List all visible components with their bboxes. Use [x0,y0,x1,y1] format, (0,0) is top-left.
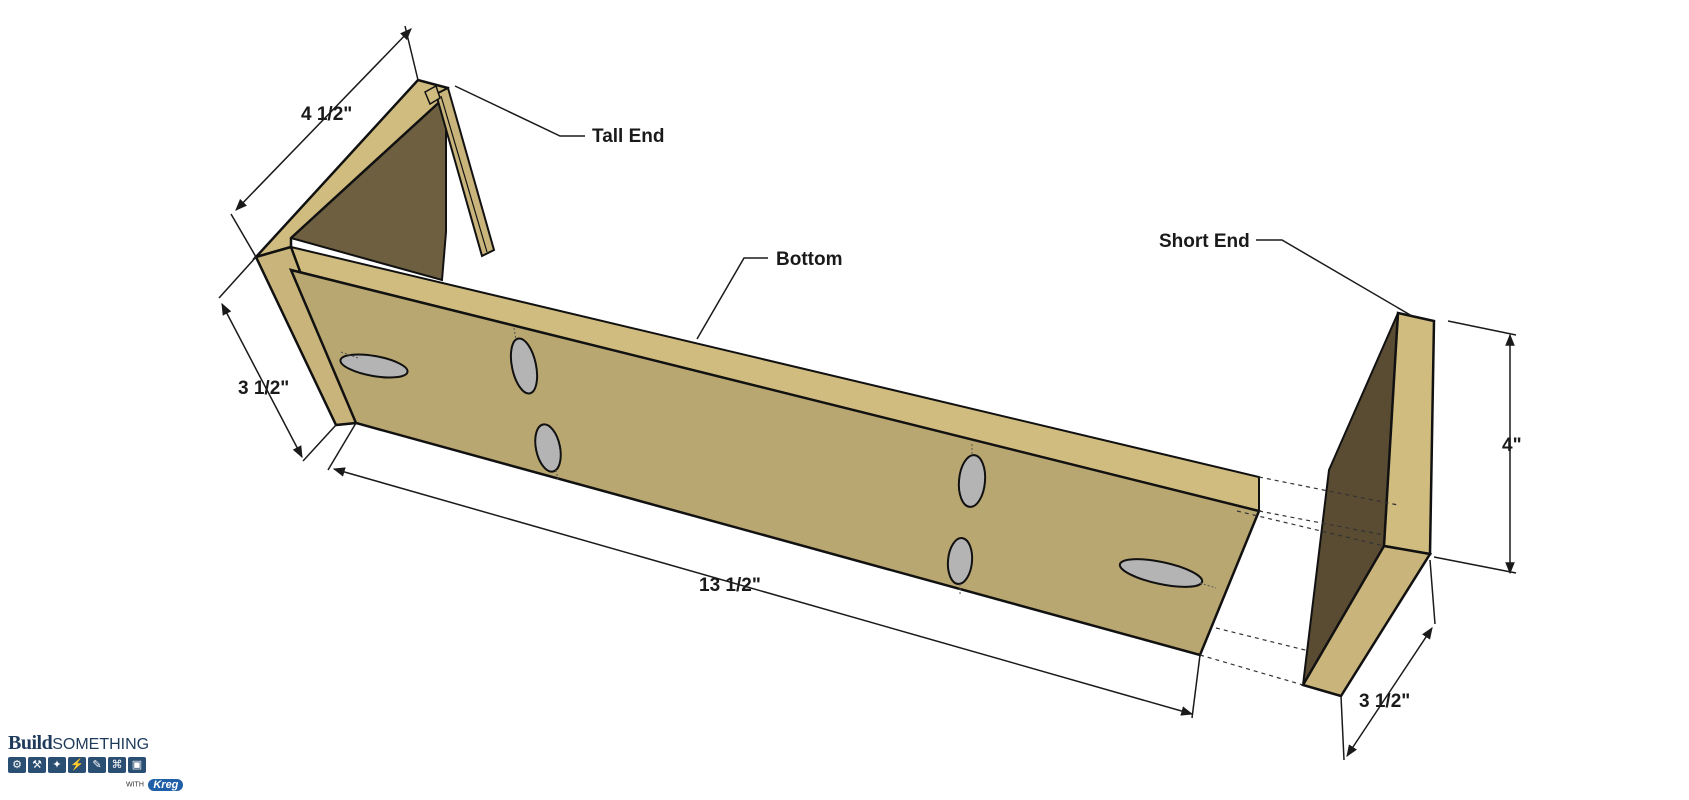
dimension-tall-end-length: 4 1/2" [301,104,352,125]
dimension-short-end-width: 3 1/2" [1359,691,1410,712]
pocket-hole [339,353,409,379]
label-leaders [454,85,1413,340]
dimension-short-end-height: 4" [1502,435,1522,456]
dimension-tall-end-width: 3 1/2" [238,378,289,399]
kreg-logo: Kreg [148,778,184,791]
drill-icon: ✦ [48,757,66,773]
brush-icon: ✎ [88,757,106,773]
pocket-hole [509,337,539,395]
label-tall-end: Tall End [592,126,664,147]
short-end-assembly [1301,311,1436,698]
roller-icon: ▣ [128,757,146,773]
dimension-bottom-length: 13 1/2" [699,575,761,596]
saw-icon: ⚡ [68,757,86,773]
gear-icon: ⚙ [8,757,26,773]
hammer-icon: ⚒ [28,757,46,773]
clamp-icon: ⌘ [108,757,126,773]
buildsomething-logo: BuildSOMETHING ⚙ ⚒ ✦ ⚡ ✎ ⌘ ▣ WITH Kreg [8,733,198,795]
logo-build-text: Build [8,732,53,754]
logo-tool-icons: ⚙ ⚒ ✦ ⚡ ✎ ⌘ ▣ [8,757,198,773]
label-short-end: Short End [1159,231,1250,252]
logo-something-text: SOMETHING [52,736,150,753]
logo-with-text: WITH [126,781,144,789]
dimension-lines [218,25,1517,761]
alignment-guides [1199,476,1399,686]
bottom-assembly [252,78,1261,657]
logo-wordmark: BuildSOMETHING [8,733,198,755]
label-bottom: Bottom [776,249,842,270]
